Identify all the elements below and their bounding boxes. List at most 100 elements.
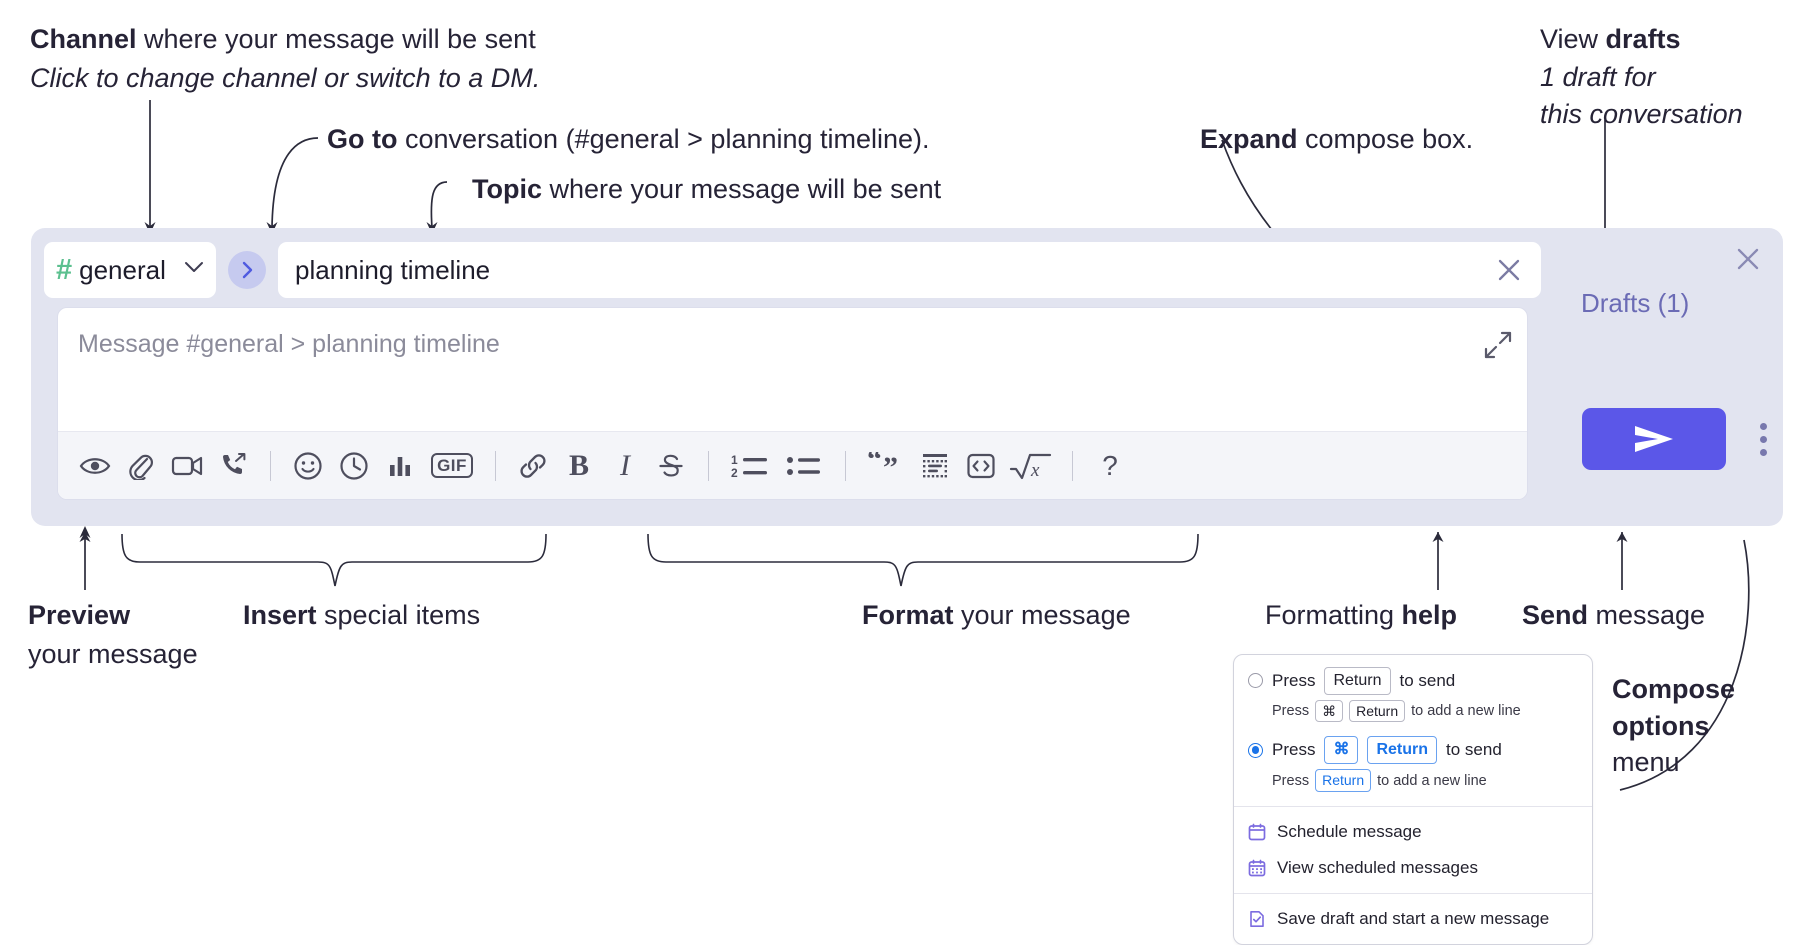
gif-icon[interactable]: GIF <box>423 443 481 489</box>
toolbar-divider <box>1072 450 1073 481</box>
goto-conversation-button[interactable] <box>228 251 266 289</box>
svg-text:2: 2 <box>731 466 738 479</box>
annotation-drafts-bold: drafts <box>1605 24 1681 54</box>
menu-item-label: View scheduled messages <box>1277 857 1478 877</box>
emoji-icon[interactable] <box>285 443 331 489</box>
annotation-help: Formatting help <box>1265 598 1457 633</box>
annotation-topic-rest: where your message will be sent <box>542 174 942 204</box>
compose-options-menu: Press Return to send Press ⌘ Return to a… <box>1233 654 1593 945</box>
code-block-icon[interactable] <box>912 443 958 489</box>
message-card: Message #general > planning timeline <box>57 307 1528 500</box>
send-paper-plane-icon <box>1635 426 1673 452</box>
clock-icon[interactable] <box>331 443 377 489</box>
radio-unselected-icon[interactable] <box>1248 673 1263 689</box>
toolbar-divider <box>845 450 846 481</box>
math-icon[interactable]: x <box>1004 443 1058 489</box>
menu-schedule-group: Schedule message View scheduled messages <box>1234 807 1592 893</box>
menu-item-schedule-message[interactable]: Schedule message <box>1234 814 1592 850</box>
menu-divider <box>1234 805 1592 807</box>
annotation-channel-italic: Click to change channel or switch to a D… <box>30 62 541 93</box>
send-option-prefix: Press <box>1272 740 1316 760</box>
key-command: ⌘ <box>1315 699 1344 723</box>
send-option-suffix: to send <box>1399 670 1456 690</box>
menu-item-view-scheduled[interactable]: View scheduled messages <box>1234 850 1592 886</box>
svg-text:“: “ <box>867 452 882 476</box>
expand-compose-button[interactable] <box>1483 330 1513 365</box>
send-button[interactable] <box>1582 408 1726 470</box>
sub-prefix: Press <box>1272 703 1310 720</box>
topic-clear-button[interactable] <box>1485 246 1533 294</box>
drafts-link[interactable]: Drafts (1) <box>1581 288 1690 318</box>
poll-icon[interactable] <box>377 443 423 489</box>
annotation-channel-bold: Channel <box>30 24 137 54</box>
compose-header-row: # general planning timeline <box>44 241 1541 299</box>
calendar-grid-icon <box>1248 859 1266 877</box>
annotation-compose-options-bold2: options <box>1612 710 1710 741</box>
radio-selected-icon[interactable] <box>1248 742 1263 758</box>
italic-icon[interactable]: I <box>602 443 648 489</box>
expand-diagonal-icon <box>1484 331 1512 359</box>
annotation-compose-options: Compose options menu <box>1612 672 1735 780</box>
channel-name: general <box>79 254 166 285</box>
strikethrough-icon[interactable] <box>648 443 694 489</box>
blockquote-icon[interactable]: “” <box>860 443 912 489</box>
annotation-channel-rest: where your message will be sent <box>136 24 536 54</box>
topic-input[interactable]: planning timeline <box>278 242 1541 298</box>
annotation-compose-options-bold1: Compose <box>1612 674 1736 704</box>
toolbar-divider <box>708 450 709 481</box>
annotation-help-lead: Formatting <box>1265 600 1402 630</box>
compose-options-button[interactable] <box>1749 410 1777 468</box>
send-option-return[interactable]: Press Return to send <box>1234 665 1592 697</box>
annotation-insert: Insert special items <box>243 598 480 633</box>
send-option-prefix: Press <box>1272 670 1316 690</box>
close-icon <box>1737 248 1759 270</box>
chevron-right-icon <box>242 261 252 279</box>
annotation-preview: Preview your message <box>28 598 198 671</box>
annotation-goto-rest: conversation (#general > planning timeli… <box>397 124 930 154</box>
message-input[interactable]: Message #general > planning timeline <box>78 330 500 358</box>
menu-item-save-draft[interactable]: Save draft and start a new message <box>1234 901 1592 937</box>
annotation-insert-bold: Insert <box>243 600 317 630</box>
kebab-dot <box>1759 435 1767 443</box>
channel-picker[interactable]: # general <box>44 242 216 298</box>
annotation-goto-bold: Go to <box>327 124 398 154</box>
preview-icon[interactable] <box>72 443 118 489</box>
hash-icon: # <box>56 253 73 286</box>
annotation-insert-rest: special items <box>316 600 481 630</box>
phone-forward-icon[interactable] <box>210 443 256 489</box>
annotation-expand-bold: Expand <box>1200 124 1298 154</box>
sub-prefix: Press <box>1272 772 1310 789</box>
bold-icon[interactable]: B <box>556 443 602 489</box>
attachment-icon[interactable] <box>118 443 164 489</box>
inline-code-icon[interactable] <box>958 443 1004 489</box>
link-icon[interactable] <box>510 443 556 489</box>
sub-suffix: to add a new line <box>1377 772 1487 789</box>
annotation-send-rest: message <box>1588 600 1706 630</box>
menu-divider <box>1234 892 1592 894</box>
annotation-topic-bold: Topic <box>472 174 542 204</box>
annotation-expand: Expand compose box. <box>1200 122 1473 157</box>
annotation-send: Send message <box>1522 598 1705 633</box>
annotation-drafts-italic1: 1 draft for <box>1540 61 1656 92</box>
annotation-topic: Topic where your message will be sent <box>472 172 941 207</box>
video-icon[interactable] <box>164 443 210 489</box>
close-icon <box>1498 259 1520 281</box>
svg-text:1: 1 <box>731 453 738 467</box>
menu-item-label: Schedule message <box>1277 821 1422 841</box>
annotation-channel: Channel where your message will be sent … <box>30 22 540 95</box>
annotation-compose-options-rest: menu <box>1612 747 1680 778</box>
bulleted-list-icon[interactable] <box>777 443 831 489</box>
panel-close-button[interactable] <box>1731 242 1765 276</box>
toolbar-divider <box>495 450 496 481</box>
help-label: ? <box>1102 449 1118 481</box>
key-return: Return <box>1349 699 1406 723</box>
key-command: ⌘ <box>1324 736 1359 765</box>
annotation-drafts-italic2: this conversation <box>1540 99 1743 130</box>
help-icon[interactable]: ? <box>1087 443 1133 489</box>
gif-label: GIF <box>431 453 473 478</box>
send-option-cmd-return[interactable]: Press ⌘ Return to send <box>1234 734 1592 766</box>
key-return: Return <box>1315 769 1372 792</box>
svg-text:x: x <box>1030 460 1040 481</box>
